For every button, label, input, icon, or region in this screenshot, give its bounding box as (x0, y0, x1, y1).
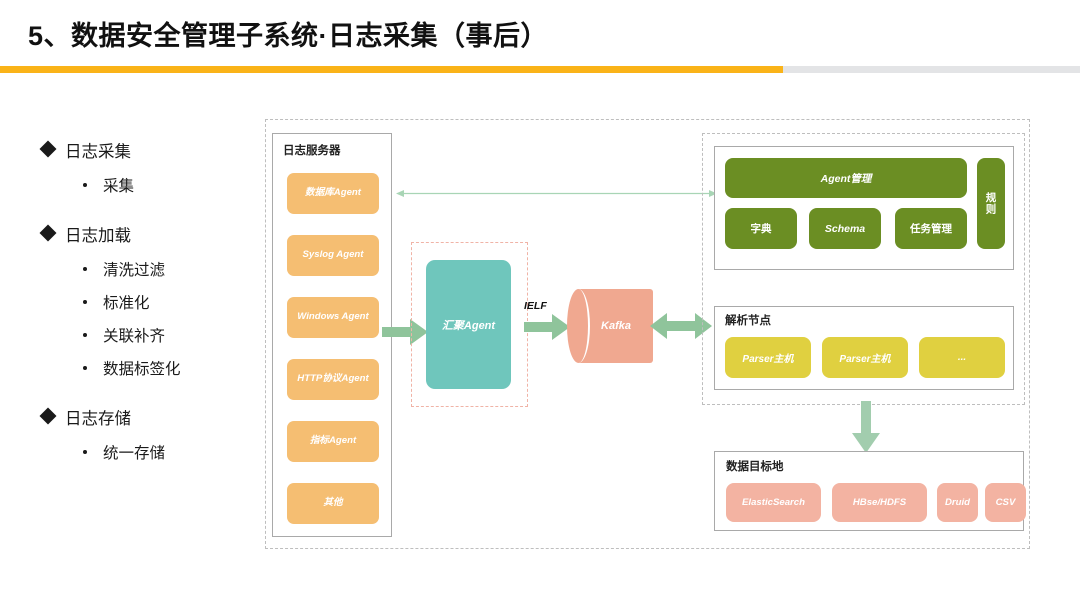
task-management-button[interactable]: 任务管理 (895, 208, 967, 249)
schema-button[interactable]: Schema (809, 208, 881, 249)
rules-side-button[interactable]: 规则 (977, 158, 1005, 249)
outline-item-label: 标准化 (103, 295, 150, 312)
parser-node-title: 解析节点 (725, 315, 771, 327)
diamond-bullet-icon (39, 140, 57, 158)
outline-item: 标准化 (83, 291, 252, 313)
kafka-label: Kafka (601, 320, 631, 332)
agent-management-button[interactable]: Agent管理 (725, 158, 967, 198)
outline-item: 统一存储 (83, 441, 252, 463)
arrow-parser-to-destination (852, 401, 880, 453)
agent-box-metrics[interactable]: 指标Agent (287, 421, 379, 462)
outline-item: 关联补齐 (83, 324, 252, 346)
aggregator-agent-box[interactable]: 汇聚Agent (426, 260, 511, 389)
outline-item-label: 数据标签化 (103, 361, 181, 378)
agent-stack: 数据库Agent Syslog Agent Windows Agent HTTP… (287, 173, 379, 545)
agent-box-syslog[interactable]: Syslog Agent (287, 235, 379, 276)
outline-heading: 日志加载 (39, 222, 252, 246)
outline-group-3: 日志存储 统一存储 (39, 405, 252, 463)
log-server-panel: 日志服务器 数据库Agent Syslog Agent Windows Agen… (272, 133, 392, 537)
outline-heading-label: 日志采集 (65, 143, 131, 161)
parser-host-more[interactable]: ... (919, 337, 1005, 378)
parser-host-1[interactable]: Parser主机 (725, 337, 811, 378)
management-panel: Agent管理 字典 Schema 任务管理 规则 (714, 146, 1014, 270)
outline-heading-label: 日志加载 (65, 227, 131, 245)
dot-bullet-icon (83, 183, 87, 187)
agent-box-windows[interactable]: Windows Agent (287, 297, 379, 338)
outline-item: 数据标签化 (83, 357, 252, 379)
arrow-aggregator-to-kafka (524, 314, 570, 340)
destination-hbase-hdfs[interactable]: HBse/HDFS (832, 483, 927, 522)
destination-druid[interactable]: Druid (937, 483, 978, 522)
log-server-title: 日志服务器 (283, 145, 341, 157)
outline-list: 日志采集 采集 日志加载 清洗过滤 标准化 关联补齐 (39, 138, 252, 489)
diamond-bullet-icon (39, 407, 57, 425)
outline-group-1: 日志采集 采集 (39, 138, 252, 196)
title-accent-rail (0, 66, 1080, 73)
title-accent-fill (0, 66, 783, 73)
destination-csv[interactable]: CSV (985, 483, 1026, 522)
ielf-protocol-label: IELF (524, 300, 547, 312)
dot-bullet-icon (83, 366, 87, 370)
outline-heading: 日志采集 (39, 138, 252, 162)
kafka-queue[interactable]: Kafka (567, 289, 653, 363)
feedback-connector-arrow (396, 190, 717, 197)
outline-group-2: 日志加载 清洗过滤 标准化 关联补齐 数据标签化 (39, 222, 252, 379)
outline-heading: 日志存储 (39, 405, 252, 429)
dot-bullet-icon (83, 267, 87, 271)
parser-host-2[interactable]: Parser主机 (822, 337, 908, 378)
outline-heading-label: 日志存储 (65, 410, 131, 428)
dot-bullet-icon (83, 450, 87, 454)
outline-item: 采集 (83, 174, 252, 196)
outline-item-label: 清洗过滤 (103, 262, 166, 279)
kafka-cylinder-cap (567, 289, 590, 363)
agent-box-database[interactable]: 数据库Agent (287, 173, 379, 214)
arrow-kafka-parser-bidirectional (650, 313, 712, 339)
agent-box-http[interactable]: HTTP协议Agent (287, 359, 379, 400)
dictionary-button[interactable]: 字典 (725, 208, 797, 249)
agent-box-other[interactable]: 其他 (287, 483, 379, 524)
outline-item-label: 统一存储 (103, 445, 166, 462)
parser-node-panel: 解析节点 Parser主机 Parser主机 ... (714, 306, 1014, 390)
diamond-bullet-icon (39, 224, 57, 242)
outline-item-label: 采集 (103, 178, 135, 195)
data-destination-title: 数据目标地 (726, 461, 784, 473)
destination-elasticsearch[interactable]: ElasticSearch (726, 483, 821, 522)
page-title: 5、数据安全管理子系统·日志采集（事后） (28, 21, 549, 51)
dot-bullet-icon (83, 300, 87, 304)
arrow-agents-to-aggregator (382, 319, 428, 345)
outline-item-label: 关联补齐 (103, 328, 166, 345)
architecture-diagram: 日志服务器 数据库Agent Syslog Agent Windows Agen… (265, 119, 1030, 549)
data-destination-panel: 数据目标地 ElasticSearch HBse/HDFS Druid CSV (714, 451, 1026, 531)
dot-bullet-icon (83, 333, 87, 337)
outline-item: 清洗过滤 (83, 258, 252, 280)
